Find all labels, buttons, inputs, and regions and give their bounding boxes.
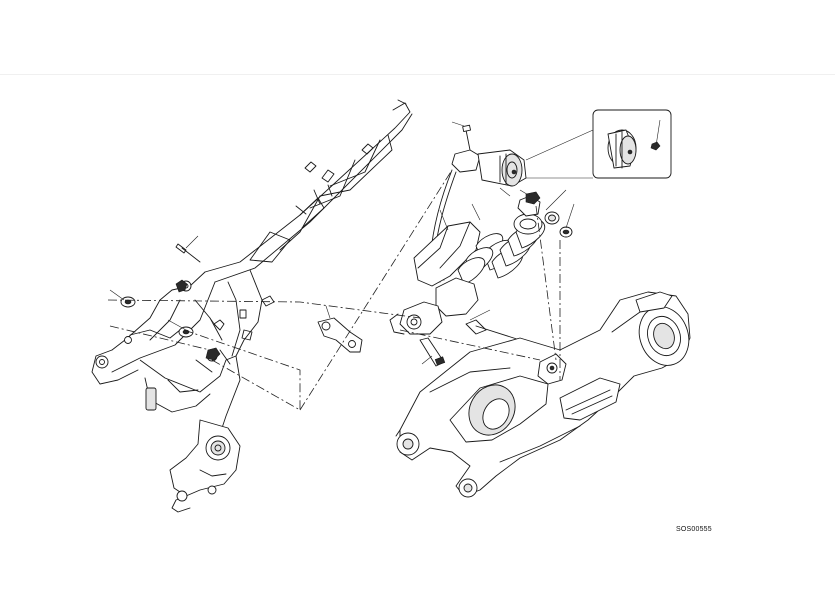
callout-leaders	[109, 121, 575, 365]
swingarm	[395, 291, 691, 498]
page-divider	[0, 74, 835, 75]
shock-spring	[457, 219, 546, 285]
frame-assembly	[91, 99, 413, 513]
assembly-lines	[107, 169, 561, 411]
frame-fasteners	[120, 243, 225, 361]
rear-shock-absorber	[389, 124, 546, 335]
shock-bracket	[317, 317, 363, 353]
drawing-reference-code: SOS00555	[676, 526, 712, 533]
shock-hardware	[419, 191, 573, 367]
adjuster-detail-inset	[525, 109, 672, 179]
